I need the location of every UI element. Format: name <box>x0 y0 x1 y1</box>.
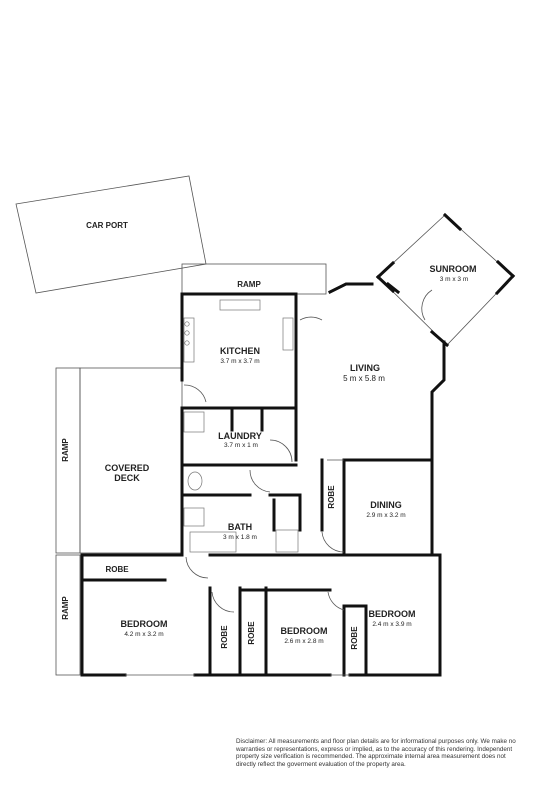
living-dim: 5 m x 5.8 m <box>343 374 385 383</box>
ramp-top-label: RAMP <box>237 280 261 289</box>
bedroom1-title: BEDROOM <box>121 619 168 629</box>
ramp-left-label: RAMP <box>61 438 70 462</box>
outer-walls <box>80 281 446 677</box>
carport-label: CAR PORT <box>86 221 128 230</box>
ramp-bottom-label: RAMP <box>61 596 70 620</box>
dining-dim: 2.9 m x 3.2 m <box>366 512 405 519</box>
ramp-top-outline <box>181 263 327 295</box>
door-swings <box>125 289 433 676</box>
disclaimer-text: Disclaimer: All measurements and floor p… <box>236 738 516 768</box>
living-title: LIVING <box>350 363 380 373</box>
bedroom2-dim: 2.6 m x 2.8 m <box>284 638 323 645</box>
bedroom2-title: BEDROOM <box>281 626 328 636</box>
dining-title: DINING <box>370 500 402 510</box>
bath-title: BATH <box>228 522 252 532</box>
robe-hall-label: ROBE <box>327 485 336 509</box>
kitchen-title: KITCHEN <box>220 346 260 356</box>
fixtures <box>183 299 299 553</box>
bath-dim: 3 m x 1.8 m <box>223 534 257 541</box>
robe-a-label: ROBE <box>220 625 229 649</box>
covered-deck-outline <box>79 367 183 554</box>
sunroom-title: SUNROOM <box>430 264 477 274</box>
robe-b-label: ROBE <box>247 621 256 645</box>
covered-deck-title: COVERED <box>105 463 150 473</box>
robe-bed1-label: ROBE <box>105 565 129 574</box>
laundry-dim: 3.7 m x 1 m <box>224 442 258 449</box>
carport-outline <box>15 175 207 294</box>
ramp-left-outline <box>55 367 81 554</box>
bedroom3-dim: 2.4 m x 3.9 m <box>372 621 411 628</box>
kitchen-dim: 3.7 m x 3.7 m <box>220 358 259 365</box>
laundry-title: LAUNDRY <box>218 431 262 441</box>
covered-deck-title-2: DECK <box>114 473 140 483</box>
sunroom-walls <box>375 212 516 348</box>
robe-c-label: ROBE <box>350 626 359 650</box>
bedroom1-dim: 4.2 m x 3.2 m <box>124 631 163 638</box>
bedroom3-title: BEDROOM <box>369 609 416 619</box>
ramp-bottom-outline <box>55 554 81 676</box>
sunroom-dim: 3 m x 3 m <box>440 276 469 283</box>
